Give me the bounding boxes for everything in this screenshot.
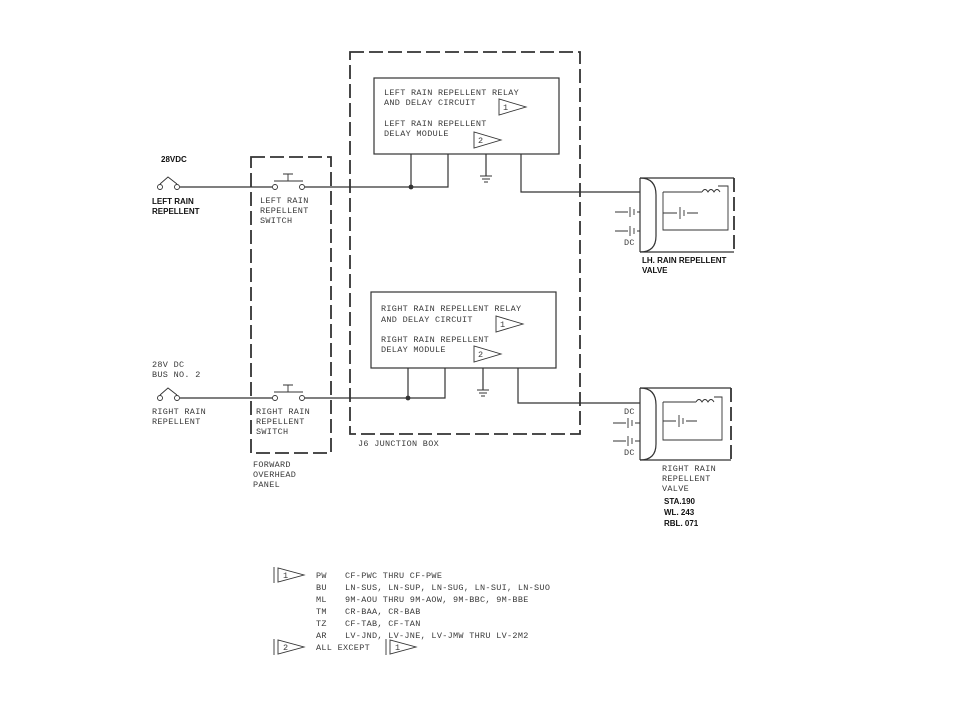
left-relay-box bbox=[373, 77, 560, 155]
panel-label-line2: OVERHEAD bbox=[253, 470, 296, 480]
right-valve-label-line3: VALVE bbox=[662, 484, 689, 494]
legend-rows: PW CF-PWC THRU CF-PWE BU LN-SUS, LN-SUP,… bbox=[316, 571, 550, 641]
svg-text:2: 2 bbox=[283, 643, 288, 653]
right-relay-ground bbox=[477, 368, 489, 397]
right-relay-box bbox=[370, 291, 557, 369]
legend-row-code: AR bbox=[316, 631, 327, 641]
svg-text:1: 1 bbox=[500, 320, 505, 330]
right-switch-to-relay-wire bbox=[305, 368, 446, 399]
right-valve-buttline: RBL. 071 bbox=[664, 519, 699, 528]
left-rain-repellent-switch[interactable] bbox=[272, 173, 305, 190]
left-source-label-line1: LEFT RAIN bbox=[152, 197, 194, 206]
svg-text:1: 1 bbox=[395, 643, 400, 653]
left-source-voltage: 28VDC bbox=[161, 155, 187, 164]
right-relay-to-valve-wire bbox=[517, 368, 640, 404]
right-relay-note-2-flag: 2 bbox=[473, 345, 503, 363]
legend-all-except-note-flag: 1 bbox=[385, 639, 418, 655]
left-relay-note-1-flag: 1 bbox=[498, 98, 528, 116]
left-relay-line1: LEFT RAIN REPELLENT RELAY bbox=[384, 88, 519, 98]
left-relay-line2: AND DELAY CIRCUIT bbox=[384, 98, 476, 108]
right-source-terminal bbox=[157, 387, 180, 401]
right-valve-dc-label-bottom: DC bbox=[624, 448, 635, 458]
right-valve-label-line2: REPELLENT bbox=[662, 474, 711, 484]
legend-row-desc: 9M-AOU THRU 9M-AOW, 9M-BBC, 9M-BBE bbox=[345, 595, 529, 605]
right-switch-label-line2: REPELLENT bbox=[256, 417, 305, 427]
left-valve-label-line1: LH. RAIN REPELLENT bbox=[642, 256, 727, 265]
legend-row-desc: CF-PWC THRU CF-PWE bbox=[345, 571, 442, 581]
left-relay-to-valve-wire bbox=[520, 154, 640, 193]
right-source-label-line2: REPELLENT bbox=[152, 417, 201, 427]
left-source-label-line2: REPELLENT bbox=[152, 207, 200, 216]
legend-row-desc: LN-SUS, LN-SUP, LN-SUG, LN-SUI, LN-SUO bbox=[345, 583, 550, 593]
left-valve-dc-label: DC bbox=[624, 238, 635, 248]
svg-text:2: 2 bbox=[478, 136, 483, 146]
right-switch-label-line1: RIGHT RAIN bbox=[256, 407, 310, 417]
forward-overhead-panel-outline bbox=[250, 156, 332, 454]
left-relay-line4: DELAY MODULE bbox=[384, 129, 449, 139]
right-switch-label-line3: SWITCH bbox=[256, 427, 288, 437]
svg-text:1: 1 bbox=[283, 571, 288, 581]
right-relay-line3: RIGHT RAIN REPELLENT bbox=[381, 335, 489, 345]
legend-row-code: TM bbox=[316, 607, 327, 617]
legend-row-code: TZ bbox=[316, 619, 327, 629]
legend-row-code: BU bbox=[316, 583, 327, 593]
left-wire-junction-dot bbox=[408, 184, 414, 190]
legend-note-2-flag: 2 bbox=[273, 639, 306, 655]
left-relay-note-2-flag: 2 bbox=[473, 131, 503, 149]
right-source-voltage-line1: 28V DC bbox=[152, 360, 184, 370]
left-relay-ground bbox=[480, 154, 492, 183]
right-source-label-line1: RIGHT RAIN bbox=[152, 407, 206, 417]
right-valve-dc-label-top: DC bbox=[624, 407, 635, 417]
right-rain-repellent-valve bbox=[613, 387, 732, 461]
left-rain-repellent-valve bbox=[615, 177, 735, 253]
legend-note-1-flag: 1 bbox=[273, 567, 306, 583]
right-relay-line2: AND DELAY CIRCUIT bbox=[381, 315, 473, 325]
legend-row-code: ML bbox=[316, 595, 327, 605]
panel-label-line3: PANEL bbox=[253, 480, 280, 490]
left-switch-label-line2: REPELLENT bbox=[260, 206, 309, 216]
legend-all-except: ALL EXCEPT bbox=[316, 643, 370, 653]
svg-text:2: 2 bbox=[478, 350, 483, 360]
left-switch-label-line3: SWITCH bbox=[260, 216, 292, 226]
right-valve-station: STA.190 bbox=[664, 497, 696, 506]
left-valve-label-line2: VALVE bbox=[642, 266, 668, 275]
left-switch-label-line1: LEFT RAIN bbox=[260, 196, 309, 206]
legend-row-desc: CF-TAB, CF-TAN bbox=[345, 619, 421, 629]
right-relay-line1: RIGHT RAIN REPELLENT RELAY bbox=[381, 304, 521, 314]
left-switch-to-relay-wire bbox=[305, 154, 449, 188]
left-source-terminal bbox=[157, 176, 180, 190]
right-relay-line4: DELAY MODULE bbox=[381, 345, 446, 355]
right-relay-note-1-flag: 1 bbox=[495, 315, 525, 333]
junction-box-label: J6 JUNCTION BOX bbox=[358, 439, 439, 449]
right-wire-junction-dot bbox=[405, 395, 411, 401]
legend-row-code: PW bbox=[316, 571, 327, 581]
legend-row-desc: CR-BAA, CR-BAB bbox=[345, 607, 421, 617]
panel-label-line1: FORWARD bbox=[253, 460, 291, 470]
right-valve-waterline: WL. 243 bbox=[664, 508, 695, 517]
right-rain-repellent-switch[interactable] bbox=[272, 384, 305, 401]
right-source-voltage-line2: BUS NO. 2 bbox=[152, 370, 201, 380]
svg-text:1: 1 bbox=[503, 103, 508, 113]
right-valve-label-line1: RIGHT RAIN bbox=[662, 464, 716, 474]
legend-row-desc: LV-JND, LV-JNE, LV-JMW THRU LV-2M2 bbox=[345, 631, 529, 641]
junction-box-outline bbox=[349, 51, 581, 435]
left-relay-line3: LEFT RAIN REPELLENT bbox=[384, 119, 487, 129]
